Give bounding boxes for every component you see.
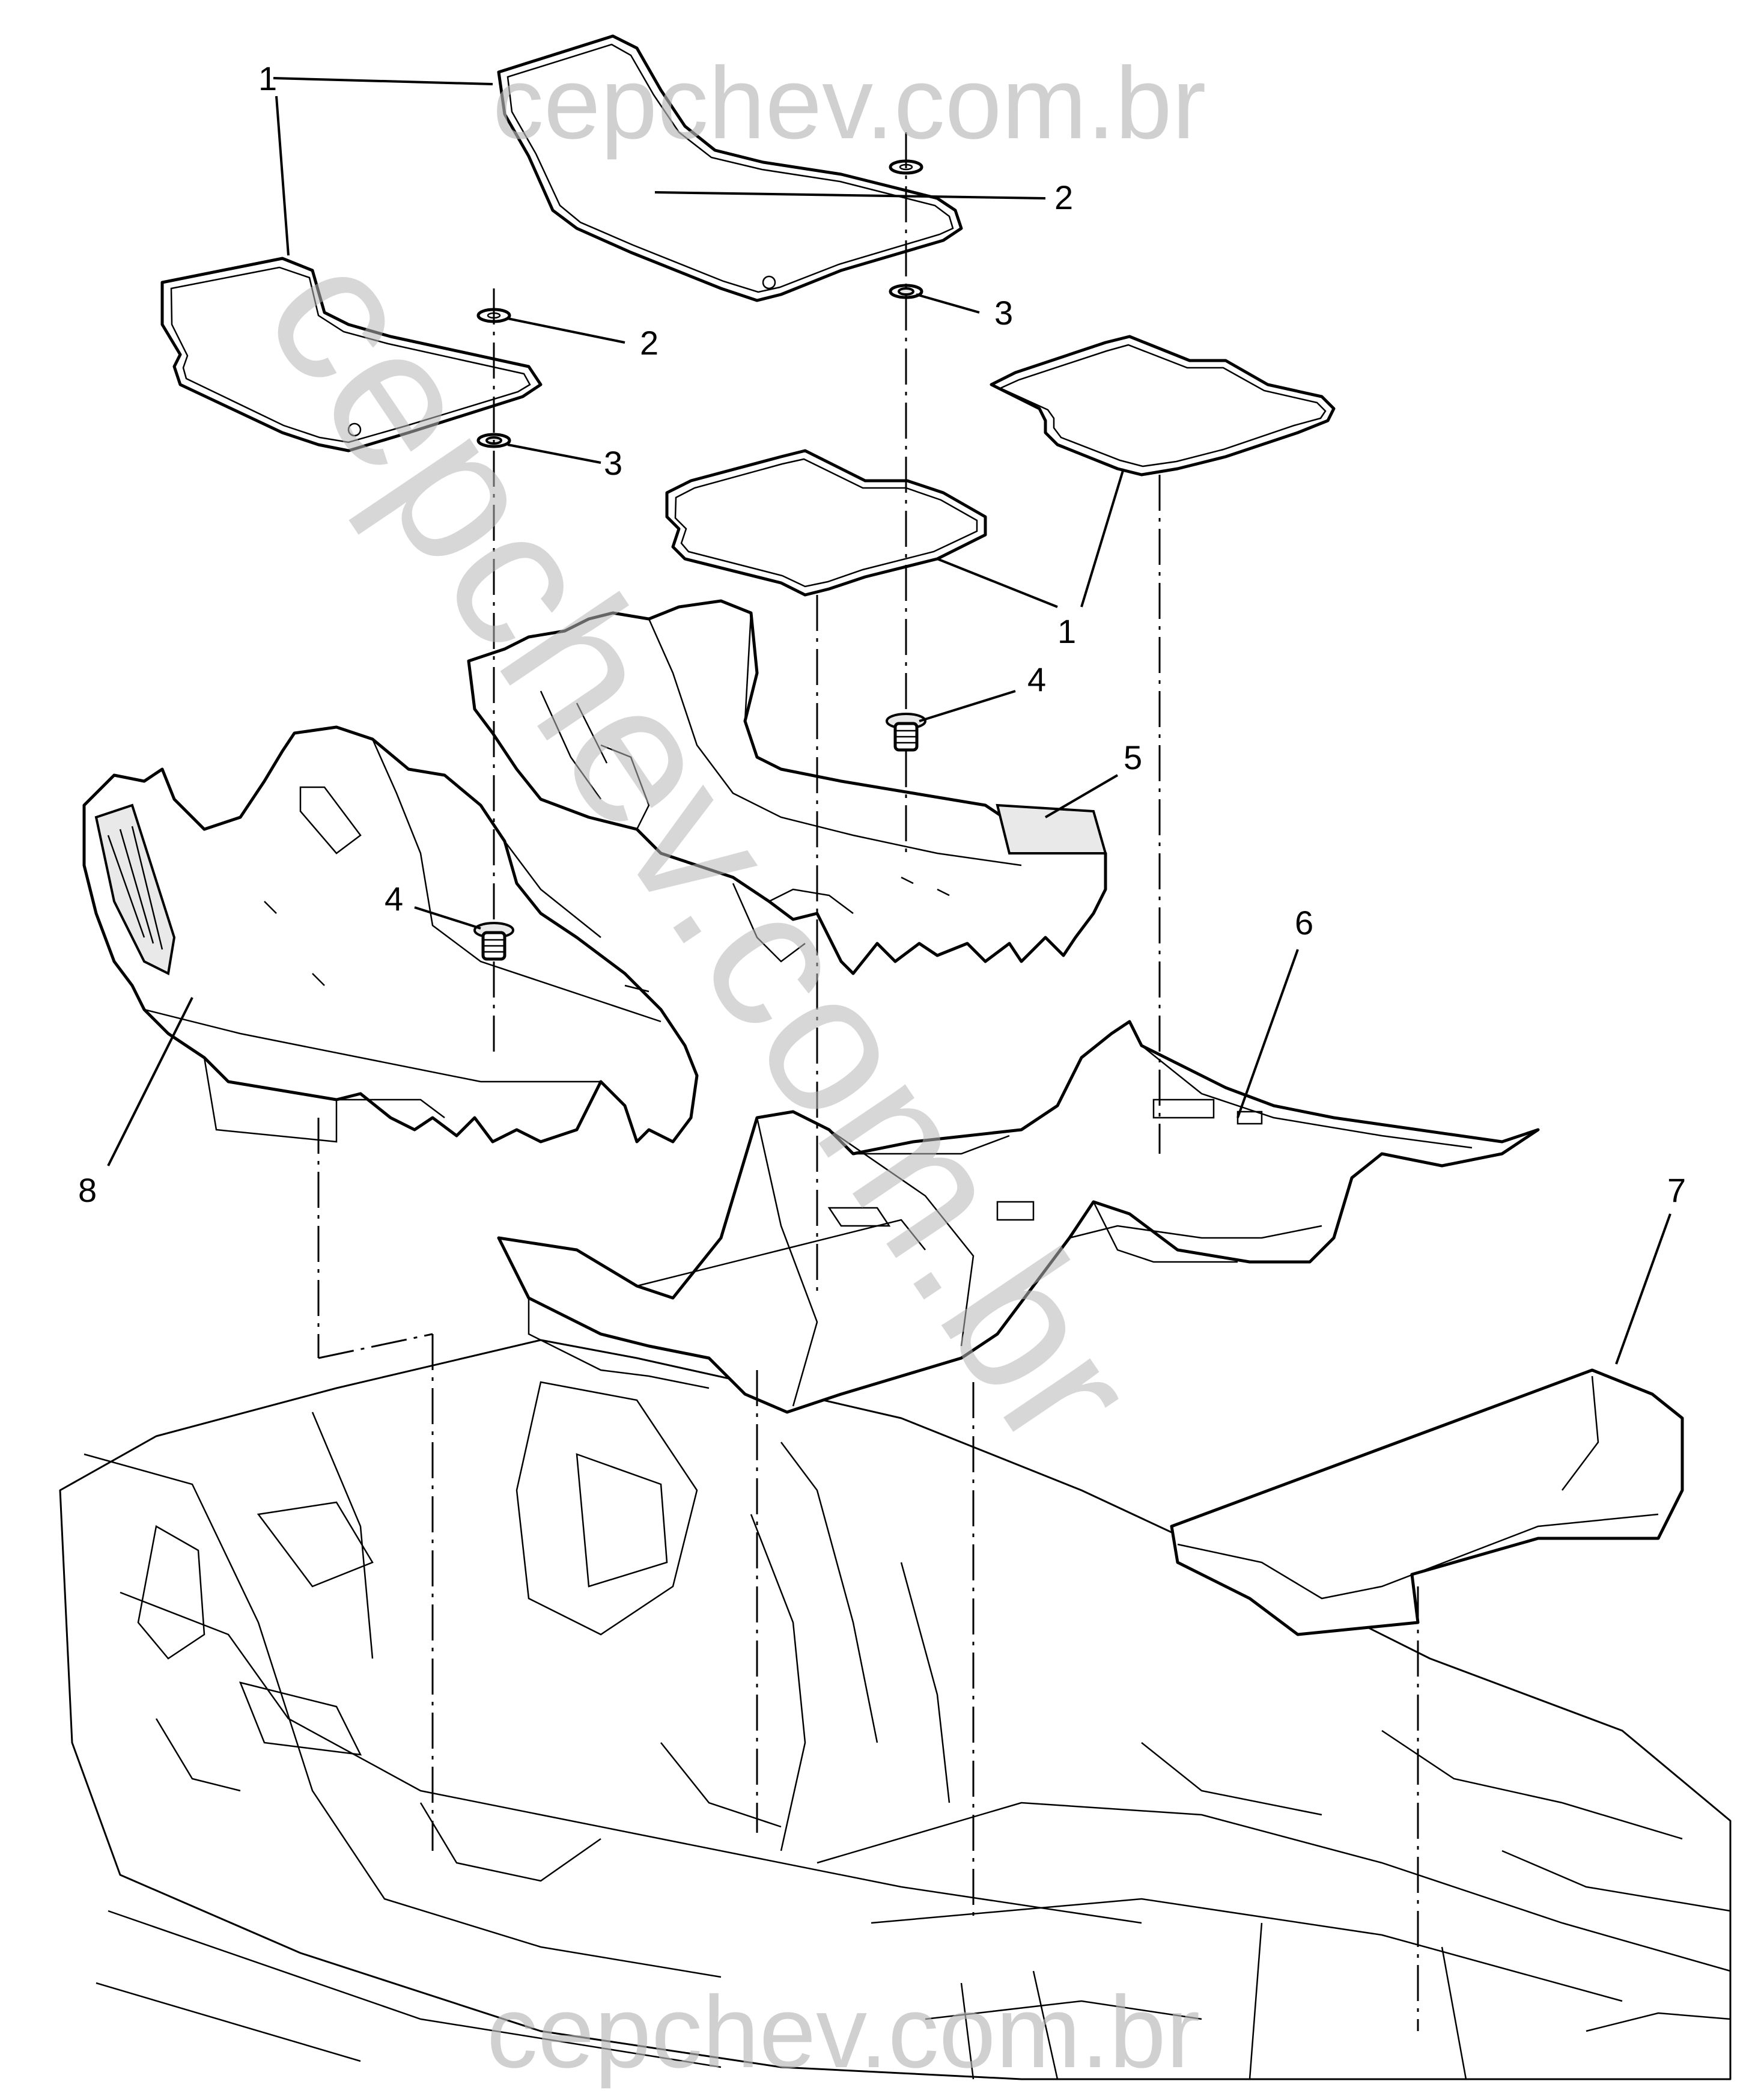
front-floor-carpet-right-5: [467, 599, 1107, 975]
body-floor-pan: [59, 1339, 1732, 2080]
callout-labels: 1 2 2 3 3 1 4 5 4 6 7 8: [78, 59, 1686, 1209]
floor-mat-front-right: [497, 34, 963, 302]
callout-5: 5: [1124, 739, 1142, 776]
leader-lines: [107, 77, 1671, 1365]
watermark-top: cepchev.com.br: [493, 46, 1206, 160]
alignment-lines: [317, 132, 1419, 2031]
floor-mat-rear-left: [665, 449, 987, 597]
front-floor-carpet-left-8: [82, 725, 699, 1144]
callout-4-right: 4: [1027, 660, 1046, 698]
watermark-bottom: cepchev.com.br: [487, 1975, 1200, 2089]
fastener-4-right: [886, 713, 926, 752]
callout-2-right: 2: [1054, 178, 1073, 216]
callout-7: 7: [1667, 1171, 1686, 1209]
fastener-4-left: [473, 922, 514, 961]
callout-3-left: 3: [604, 444, 622, 482]
rear-floor-carpet-6: [497, 1020, 1540, 1414]
floor-mat-rear-right: [990, 335, 1336, 477]
callout-1-top: 1: [258, 59, 277, 97]
callout-1-lower: 1: [1057, 612, 1076, 650]
callout-3-right: 3: [994, 294, 1013, 332]
floor-mat-front-left: [160, 257, 543, 452]
callout-8: 8: [78, 1171, 97, 1209]
callout-2-left: 2: [640, 324, 658, 362]
callout-6: 6: [1295, 904, 1313, 942]
rear-compartment-panel-7: [1170, 1368, 1684, 1636]
callout-4-left: 4: [385, 880, 403, 918]
